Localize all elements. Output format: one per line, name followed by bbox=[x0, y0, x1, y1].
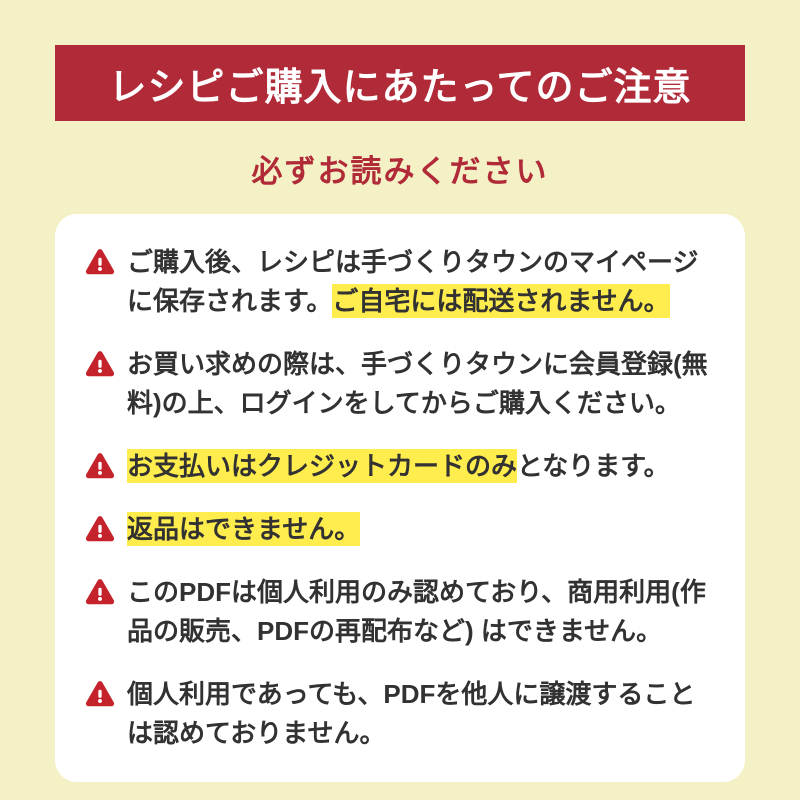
notice-text: お支払いはクレジットカードのみとなります。 bbox=[127, 447, 670, 486]
warning-triangle-icon bbox=[85, 247, 115, 277]
notice-item: 個人利用であっても、PDFを他人に譲渡することは認めておりません。 bbox=[85, 675, 715, 753]
plain-text: お買い求めの際は、手づくりタウンに会員登録(無料)の上、ログインをしてからご購入… bbox=[127, 349, 708, 418]
notice-item: このPDFは個人利用のみ認めており、商用利用(作品の販売、PDFの再配布など) … bbox=[85, 573, 715, 651]
warning-triangle-icon bbox=[85, 349, 115, 379]
notice-card: ご購入後、レシピは手づくりタウンのマイページに保存されます。ご自宅には配送されま… bbox=[55, 214, 745, 782]
warning-triangle-icon bbox=[85, 514, 115, 544]
highlighted-text: ご自宅には配送されません。 bbox=[332, 284, 670, 318]
notice-list: ご購入後、レシピは手づくりタウンのマイページに保存されます。ご自宅には配送されま… bbox=[85, 243, 715, 753]
plain-text: ご購入後、レシピは手づくりタウンのマイページに保存されます。 bbox=[127, 247, 699, 316]
highlighted-text: 返品はできません。 bbox=[127, 512, 361, 546]
subtitle: 必ずお読みください bbox=[251, 154, 549, 189]
notice-text: お買い求めの際は、手づくりタウンに会員登録(無料)の上、ログインをしてからご購入… bbox=[127, 345, 715, 423]
notice-text: ご購入後、レシピは手づくりタウンのマイページに保存されます。ご自宅には配送されま… bbox=[127, 243, 715, 321]
notice-text: 返品はできません。 bbox=[127, 510, 361, 549]
warning-triangle-icon bbox=[85, 679, 115, 709]
plain-text: このPDFは個人利用のみ認めており、商用利用(作品の販売、PDFの再配布など) … bbox=[127, 577, 706, 646]
notice-item: お買い求めの際は、手づくりタウンに会員登録(無料)の上、ログインをしてからご購入… bbox=[85, 345, 715, 423]
notice-text: このPDFは個人利用のみ認めており、商用利用(作品の販売、PDFの再配布など) … bbox=[127, 573, 715, 651]
notice-item: ご購入後、レシピは手づくりタウンのマイページに保存されます。ご自宅には配送されま… bbox=[85, 243, 715, 321]
banner-title: レシピご購入にあたってのご注意 bbox=[108, 66, 692, 109]
plain-text: となります。 bbox=[517, 451, 670, 481]
notice-item: お支払いはクレジットカードのみとなります。 bbox=[85, 447, 715, 486]
plain-text: 個人利用であっても、PDFを他人に譲渡することは認めておりません。 bbox=[127, 679, 696, 748]
warning-triangle-icon bbox=[85, 577, 115, 607]
banner: レシピご購入にあたってのご注意 bbox=[55, 45, 745, 121]
warning-triangle-icon bbox=[85, 451, 115, 481]
notice-text: 個人利用であっても、PDFを他人に譲渡することは認めておりません。 bbox=[127, 675, 715, 753]
highlighted-text: お支払いはクレジットカードのみ bbox=[127, 449, 518, 483]
notice-item: 返品はできません。 bbox=[85, 510, 715, 549]
